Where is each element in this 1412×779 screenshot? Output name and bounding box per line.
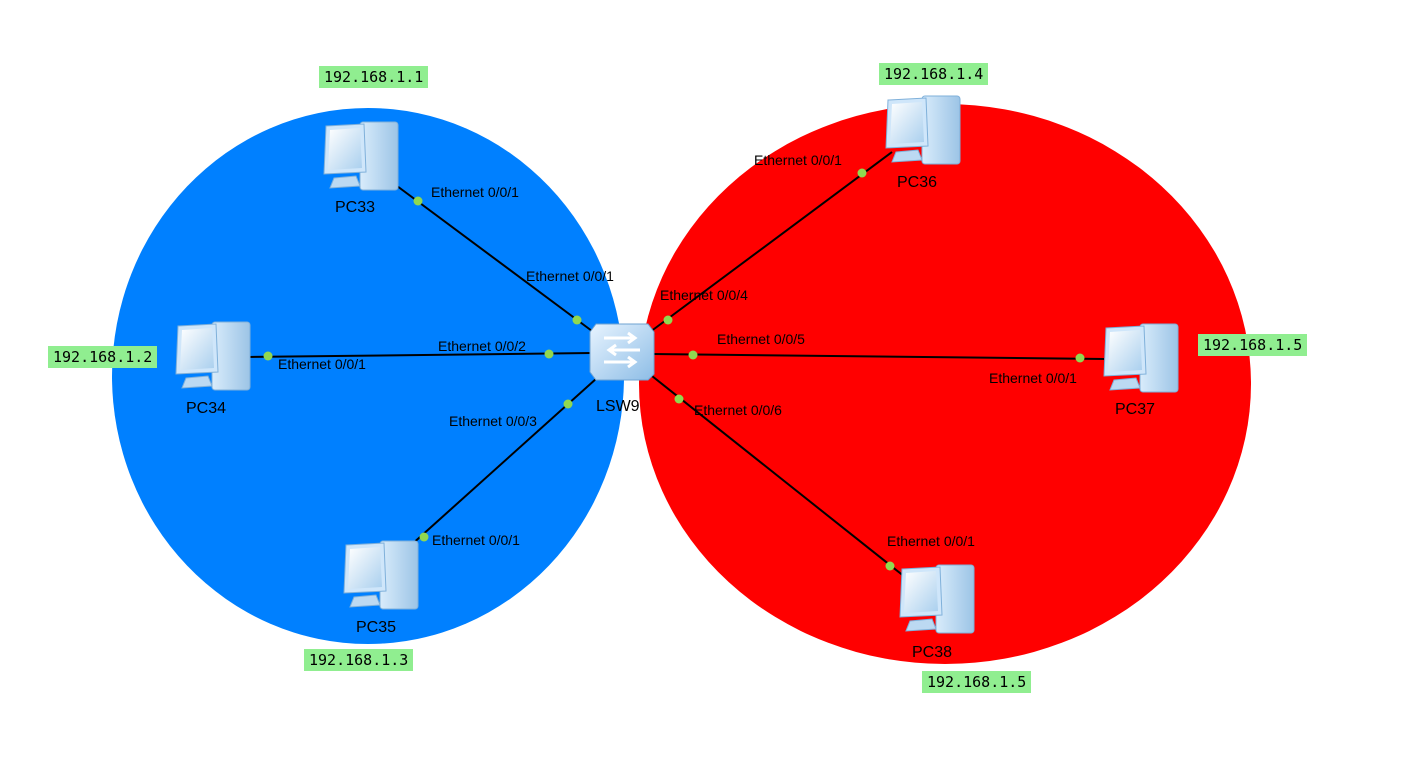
port-dot [544,349,554,359]
link-pc34 [247,352,593,358]
pc34-name: PC34 [186,400,226,417]
port-dot [1075,353,1085,363]
pc34-port-label: Ethernet 0/0/1 [278,356,366,372]
sw-port-label-4: Ethernet 0/0/4 [660,287,748,303]
link-pc36 [649,151,893,333]
port-dot [688,350,698,360]
sw-port-label-2: Ethernet 0/0/2 [438,338,526,354]
port-dot [663,315,673,325]
port-dot [563,399,573,409]
pc33-ip-tag: 192.168.1.1 [319,66,429,88]
pc36-icon[interactable] [885,95,961,165]
pc38-icon[interactable] [899,564,975,634]
pc36-port-label: Ethernet 0/0/1 [754,152,842,168]
link-pc33 [392,182,593,332]
pc36-name: PC36 [897,174,937,191]
pc35-ip-tag: 192.168.1.3 [304,649,414,671]
pc34-icon[interactable] [175,321,251,391]
pc37-port-label: Ethernet 0/0/1 [989,370,1077,386]
pc33-port-label: Ethernet 0/0/1 [431,184,519,200]
pc34-ip-tag: 192.168.1.2 [48,346,158,368]
link-pc38 [651,375,906,578]
pc37-icon[interactable] [1103,323,1179,393]
pc37-name: PC37 [1115,401,1155,418]
red-zone [639,104,1251,664]
sw-port-label-6: Ethernet 0/0/6 [694,402,782,418]
blue-zone [112,108,624,644]
switch-icon[interactable] [589,323,655,381]
pc33-icon[interactable] [323,121,399,191]
pc38-port-label: Ethernet 0/0/1 [887,533,975,549]
switch-name: LSW9 [596,398,640,415]
pc38-name: PC38 [912,644,952,661]
port-dot [419,532,429,542]
port-dot [857,168,867,178]
sw-port-label-3: Ethernet 0/0/3 [449,413,537,429]
pc38-ip-tag: 192.168.1.5 [922,671,1032,693]
pc37-ip-tag: 192.168.1.5 [1198,334,1308,356]
port-dot [674,394,684,404]
port-dot [885,561,895,571]
port-dot [263,351,273,361]
pc35-port-label: Ethernet 0/0/1 [432,532,520,548]
sw-port-label-5: Ethernet 0/0/5 [717,331,805,347]
pc36-ip-tag: 192.168.1.4 [879,63,989,85]
sw-port-label-1: Ethernet 0/0/1 [526,268,614,284]
port-dot [572,315,582,325]
port-dot [413,196,423,206]
pc33-name: PC33 [335,199,375,216]
pc35-name: PC35 [356,619,396,636]
link-pc37 [651,353,1105,360]
pc35-icon[interactable] [343,540,419,610]
